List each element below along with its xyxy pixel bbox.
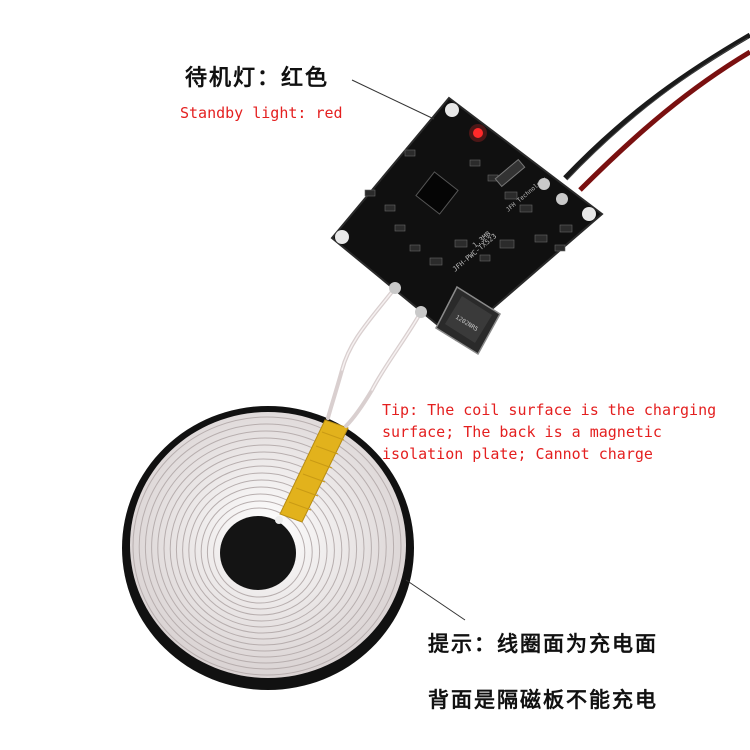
- pcb-board: JFH-PWC-TX523 1.3MB JFH Technology 1202N…: [330, 96, 604, 356]
- coil-winding: [157, 444, 372, 652]
- charging-coil: [130, 412, 406, 678]
- tip-text-zh-line2: 背面是隔磁板不能充电: [428, 687, 658, 712]
- coil-winding: [182, 472, 343, 628]
- power-cable: [563, 32, 750, 192]
- coil-leads: [326, 286, 423, 428]
- inductor: 1202NR5: [435, 285, 501, 356]
- coil-winding: [206, 500, 313, 604]
- coil-winding: [213, 507, 306, 598]
- coil-winding: [132, 416, 402, 676]
- coil-winding: [188, 479, 335, 622]
- solder-pad-c: [389, 282, 401, 294]
- tip-en-line: surface; The back is a magnetic: [382, 423, 662, 441]
- coil-winding: [169, 458, 358, 640]
- coil-winding: [144, 430, 387, 664]
- plate-pointer-line: [405, 579, 466, 621]
- tip-text-en: Tip: The coil surface is the charging su…: [382, 399, 716, 465]
- tip-en-line: Tip: The coil surface is the charging: [382, 401, 717, 419]
- coil-winding: [175, 465, 350, 634]
- coil-winding: [200, 493, 321, 610]
- kapton-tape: [279, 419, 349, 523]
- standby-led: [473, 128, 483, 138]
- tip-text-zh-line1: 提示：线圈面为充电面: [428, 631, 658, 656]
- standby-light-label-en: Standby light: red: [180, 104, 343, 122]
- mount-hole-left: [335, 230, 349, 244]
- tip-en-line: isolation plate; Cannot charge: [382, 445, 653, 463]
- coil-winding: [138, 423, 395, 670]
- controller-chip: [415, 171, 459, 215]
- solder-pad-a: [538, 178, 550, 190]
- cable-connector: [494, 158, 526, 188]
- standby-pointer-line: [351, 79, 435, 120]
- mount-hole-top: [445, 103, 459, 117]
- solder-pad-d: [415, 306, 427, 318]
- solder-pad-b: [556, 193, 568, 205]
- coil-winding: [163, 451, 365, 646]
- coil-winding: [194, 486, 328, 616]
- coil-center-hole: [220, 516, 296, 590]
- coil-winding: [151, 437, 380, 658]
- mount-hole-right: [582, 207, 596, 221]
- standby-light-label-zh: 待机灯：红色: [185, 65, 330, 91]
